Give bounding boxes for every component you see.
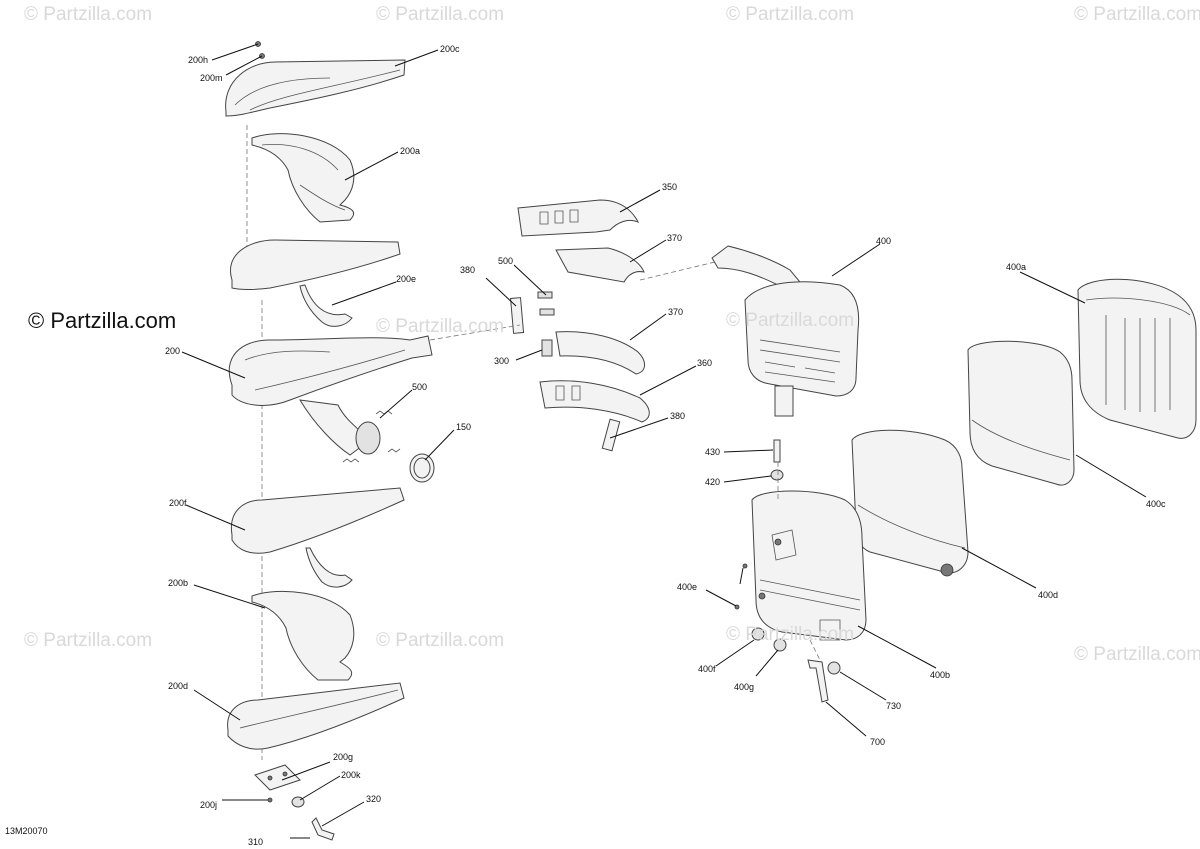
label-730[interactable]: 730 xyxy=(886,701,902,711)
part-360-pipe xyxy=(539,380,650,452)
label-200d[interactable]: 200d xyxy=(168,681,189,691)
part-500-springs xyxy=(509,291,555,334)
watermark: © Partzilla.com xyxy=(726,310,855,331)
alignment-line-right xyxy=(777,462,821,661)
part-400e-screws xyxy=(734,563,748,610)
part-700-bracket xyxy=(807,659,829,703)
part-400g-grommet xyxy=(773,638,787,652)
watermark: © Partzilla.com xyxy=(1074,4,1200,25)
alignment-line-left xyxy=(246,125,263,760)
part-400f-grommet xyxy=(751,627,765,641)
part-200g-bracket xyxy=(254,764,335,841)
label-350[interactable]: 350 xyxy=(662,182,678,192)
label-310[interactable]: 310 xyxy=(248,837,264,847)
label-200b[interactable]: 200b xyxy=(168,578,189,588)
label-370-lower[interactable]: 370 xyxy=(668,307,684,317)
part-430-bolt xyxy=(773,439,781,463)
label-400e[interactable]: 400e xyxy=(677,582,698,592)
label-360[interactable]: 360 xyxy=(697,358,713,368)
label-200a[interactable]: 200a xyxy=(400,146,421,156)
alignment-line-pipe xyxy=(429,261,716,341)
diagram-code: 13M20070 xyxy=(5,826,48,836)
label-200h[interactable]: 200h xyxy=(188,55,209,65)
part-400a-shield xyxy=(1077,278,1197,439)
part-370-lower-pipe xyxy=(541,331,645,375)
part-200f-lower-cover xyxy=(230,487,405,588)
label-430[interactable]: 430 xyxy=(705,447,721,457)
part-420-nut xyxy=(770,469,784,481)
part-200d-bottom-cover xyxy=(227,682,405,750)
label-320[interactable]: 320 xyxy=(366,794,382,804)
partzilla-brand: © Partzilla.com xyxy=(28,308,177,333)
label-400d[interactable]: 400d xyxy=(1038,590,1059,600)
label-370-upper[interactable]: 370 xyxy=(667,233,683,243)
part-350-heat-shield xyxy=(517,199,640,237)
label-500-middle[interactable]: 500 xyxy=(498,256,514,266)
label-400g[interactable]: 400g xyxy=(734,682,755,692)
watermark: © Partzilla.com xyxy=(726,624,855,645)
watermark: © Partzilla.com xyxy=(24,630,153,651)
label-700[interactable]: 700 xyxy=(870,737,886,747)
watermark: © Partzilla.com xyxy=(1074,644,1200,665)
label-400c[interactable]: 400c xyxy=(1146,499,1166,509)
watermark: © Partzilla.com xyxy=(24,4,153,25)
part-200b-shield xyxy=(251,590,355,681)
label-300[interactable]: 300 xyxy=(494,356,510,366)
leader-lines xyxy=(181,43,1147,827)
part-200e-cover xyxy=(230,239,401,327)
part-400-muffler xyxy=(711,245,860,417)
label-200k[interactable]: 200k xyxy=(341,770,361,780)
part-730-grommet xyxy=(827,661,841,675)
watermark: © Partzilla.com xyxy=(376,630,505,651)
label-200g[interactable]: 200g xyxy=(333,752,354,762)
label-500-left[interactable]: 500 xyxy=(412,382,428,392)
part-370-upper-shield xyxy=(555,247,645,283)
label-400[interactable]: 400 xyxy=(876,236,892,246)
part-200c-top-cover xyxy=(225,41,406,117)
label-200m[interactable]: 200m xyxy=(200,73,223,83)
label-380-upper[interactable]: 380 xyxy=(460,265,476,275)
label-150[interactable]: 150 xyxy=(456,422,472,432)
label-380-lower[interactable]: 380 xyxy=(670,411,686,421)
part-400d-shield xyxy=(851,429,969,577)
label-420[interactable]: 420 xyxy=(705,477,721,487)
part-200a-shield xyxy=(251,133,355,223)
label-400a[interactable]: 400a xyxy=(1006,262,1027,272)
part-400b-muffler-body xyxy=(751,490,867,641)
label-200j[interactable]: 200j xyxy=(200,800,218,810)
watermark: © Partzilla.com xyxy=(376,4,505,25)
part-400c-shield xyxy=(967,340,1075,486)
watermark: © Partzilla.com xyxy=(726,4,855,25)
label-200f[interactable]: 200f xyxy=(169,498,187,508)
label-200e[interactable]: 200e xyxy=(396,274,417,284)
label-200c[interactable]: 200c xyxy=(440,44,460,54)
label-400b[interactable]: 400b xyxy=(930,670,951,680)
watermark: © Partzilla.com xyxy=(376,316,505,337)
part-200-main-pipe xyxy=(228,335,435,483)
label-400f[interactable]: 400f xyxy=(698,664,716,674)
label-200[interactable]: 200 xyxy=(165,346,181,356)
